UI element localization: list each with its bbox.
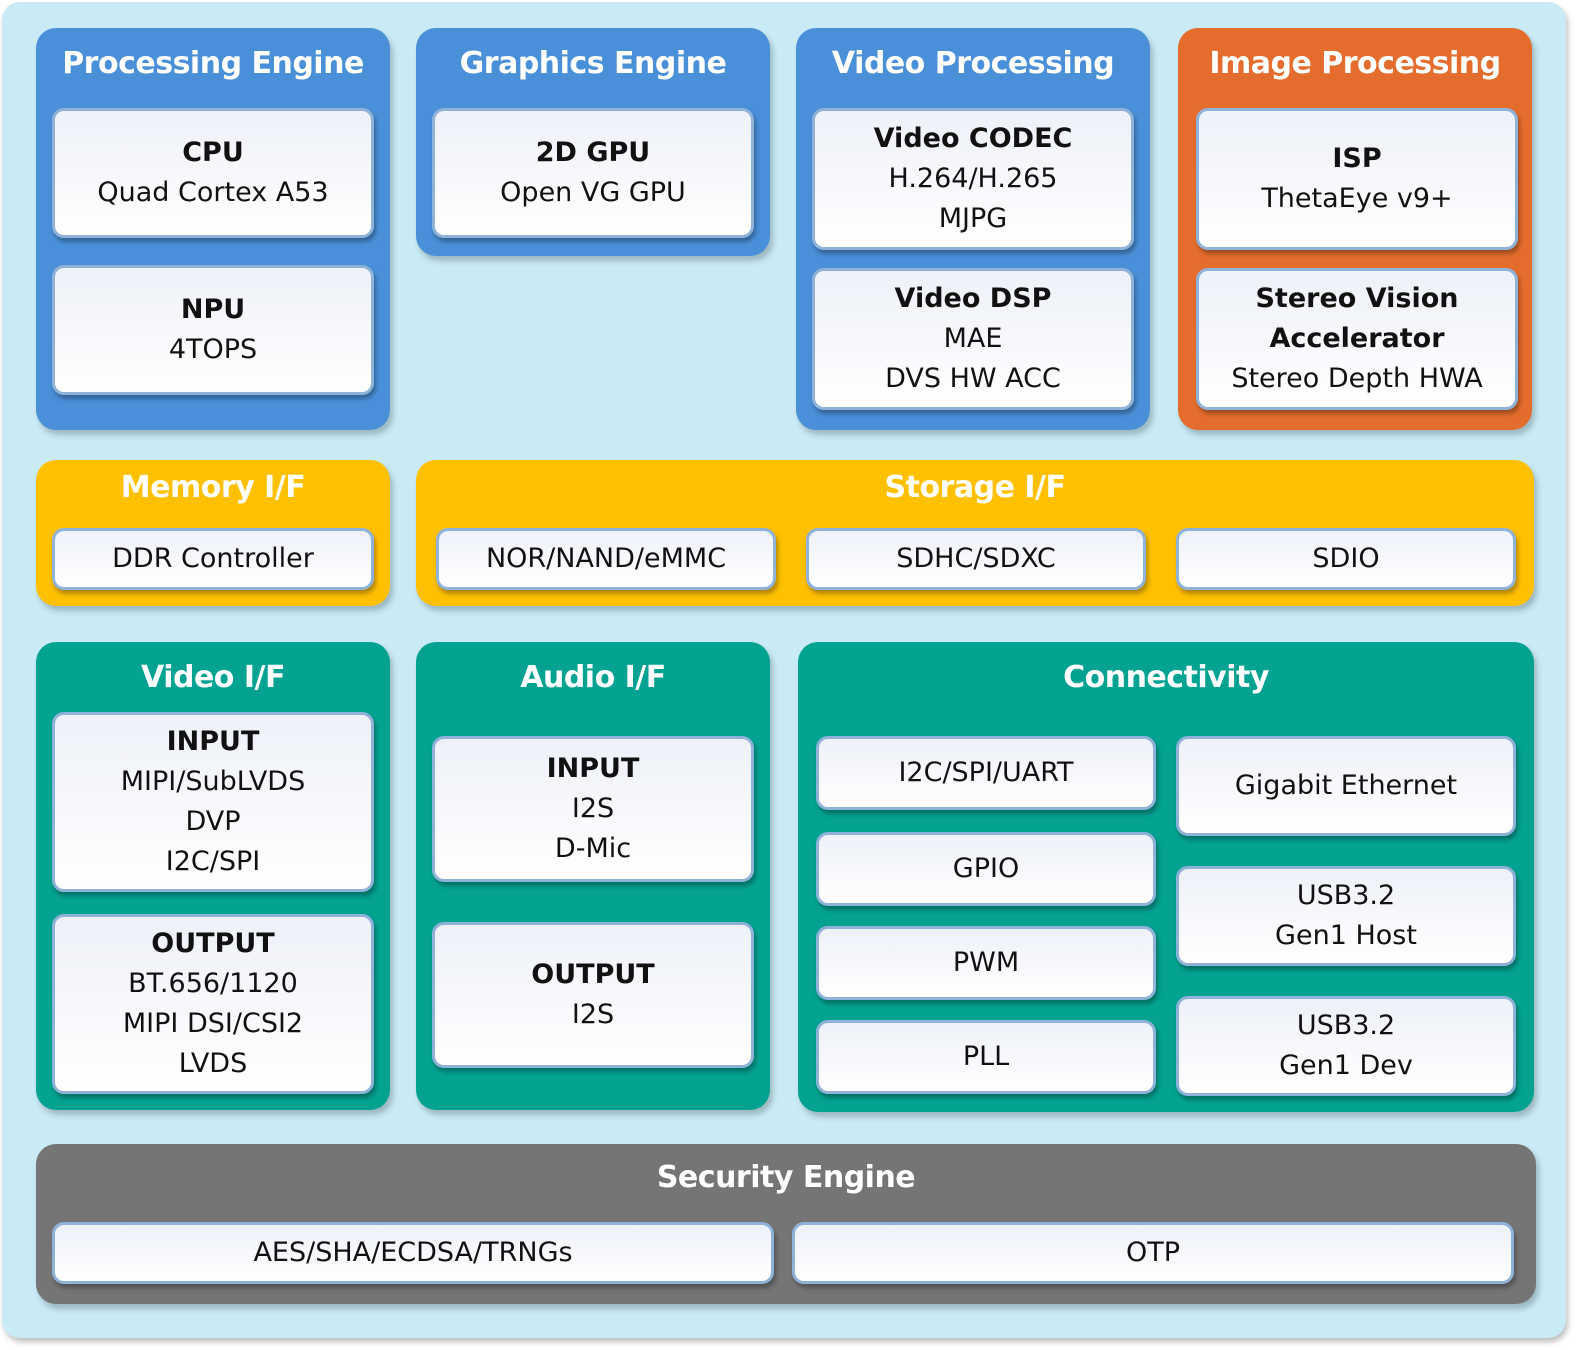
video-output-block: OUTPUT BT.656/1120 MIPI DSI/CSI2 LVDS: [52, 914, 374, 1094]
block-detail: MIPI/SubLVDS: [120, 766, 306, 797]
video-processing-group: Video Processing Video CODEC H.264/H.265…: [796, 28, 1150, 430]
audio-input-block: INPUT I2S D-Mic: [432, 736, 754, 882]
block-detail: D-Mic: [554, 833, 632, 864]
stereo-vision-block: Stereo Vision Accelerator Stereo Depth H…: [1196, 268, 1518, 410]
block-label: Gen1 Host: [1275, 920, 1417, 951]
group-title: Video I/F: [141, 660, 285, 695]
processing-engine-group: Processing Engine CPU Quad Cortex A53 NP…: [36, 28, 390, 430]
block-name: Video DSP: [894, 283, 1052, 314]
block-label: Gigabit Ethernet: [1234, 770, 1458, 801]
memory-if-group: Memory I/F DDR Controller: [36, 460, 390, 606]
block-detail: MAE: [943, 323, 1003, 354]
block-detail: LVDS: [178, 1048, 248, 1079]
video-input-block: INPUT MIPI/SubLVDS DVP I2C/SPI: [52, 712, 374, 892]
image-processing-group: Image Processing ISP ThetaEye v9+ Stereo…: [1178, 28, 1532, 430]
block-detail: BT.656/1120: [128, 968, 298, 999]
group-title: Storage I/F: [884, 470, 1066, 505]
pll-block: PLL: [816, 1020, 1156, 1094]
block-label: AES/SHA/ECDSA/TRNGs: [253, 1237, 573, 1268]
graphics-engine-group: Graphics Engine 2D GPU Open VG GPU: [416, 28, 770, 256]
block-name: Accelerator: [1269, 323, 1445, 354]
block-name: INPUT: [166, 726, 260, 757]
sdio-block: SDIO: [1176, 528, 1516, 590]
crypto-block: AES/SHA/ECDSA/TRNGs: [52, 1222, 774, 1284]
video-codec-block: Video CODEC H.264/H.265 MJPG: [812, 108, 1134, 250]
block-name: NPU: [180, 294, 246, 325]
block-detail: Stereo Depth HWA: [1231, 363, 1483, 394]
security-engine-group: Security Engine AES/SHA/ECDSA/TRNGs OTP: [36, 1144, 1536, 1304]
nor-nand-emmc-block: NOR/NAND/eMMC: [436, 528, 776, 590]
storage-if-group: Storage I/F NOR/NAND/eMMC SDHC/SDXC SDIO: [416, 460, 1534, 606]
group-title: Video Processing: [831, 46, 1115, 81]
i2c-spi-uart-block: I2C/SPI/UART: [816, 736, 1156, 810]
cpu-block: CPU Quad Cortex A53: [52, 108, 374, 238]
usb-host-block: USB3.2 Gen1 Host: [1176, 866, 1516, 966]
block-detail: 4TOPS: [168, 334, 258, 365]
block-label: SDIO: [1312, 543, 1380, 574]
block-name: Stereo Vision: [1255, 283, 1459, 314]
block-detail: H.264/H.265: [888, 163, 1058, 194]
group-title: Memory I/F: [120, 470, 306, 505]
usb-dev-block: USB3.2 Gen1 Dev: [1176, 996, 1516, 1096]
otp-block: OTP: [792, 1222, 1514, 1284]
block-label: PWM: [952, 947, 1020, 978]
group-title: Security Engine: [656, 1160, 916, 1195]
block-label: NOR/NAND/eMMC: [485, 543, 727, 574]
group-title: Audio I/F: [520, 660, 666, 695]
sdhc-sdxc-block: SDHC/SDXC: [806, 528, 1146, 590]
block-label: PLL: [962, 1041, 1010, 1072]
block-name: 2D GPU: [535, 137, 651, 168]
ddr-controller-block: DDR Controller: [52, 528, 374, 590]
block-label: GPIO: [952, 853, 1020, 884]
block-detail: I2S: [571, 999, 615, 1030]
group-title: Image Processing: [1209, 46, 1501, 81]
block-detail: DVP: [185, 806, 241, 837]
block-detail: I2S: [571, 793, 615, 824]
pwm-block: PWM: [816, 926, 1156, 1000]
isp-block: ISP ThetaEye v9+: [1196, 108, 1518, 250]
connectivity-group: Connectivity I2C/SPI/UART GPIO PWM PLL G…: [798, 642, 1534, 1112]
gpio-block: GPIO: [816, 832, 1156, 906]
audio-output-block: OUTPUT I2S: [432, 922, 754, 1068]
gpu-block: 2D GPU Open VG GPU: [432, 108, 754, 238]
block-label: SDHC/SDXC: [896, 543, 1056, 574]
block-name: INPUT: [546, 753, 640, 784]
group-title: Connectivity: [1063, 660, 1269, 695]
block-label: DDR Controller: [112, 543, 314, 574]
group-title: Graphics Engine: [459, 46, 727, 81]
block-detail: Quad Cortex A53: [97, 177, 329, 208]
gigabit-ethernet-block: Gigabit Ethernet: [1176, 736, 1516, 836]
block-name: ISP: [1332, 143, 1382, 174]
block-label: Gen1 Dev: [1279, 1050, 1413, 1081]
block-detail: Open VG GPU: [500, 177, 686, 208]
block-detail: MIPI DSI/CSI2: [122, 1008, 304, 1039]
audio-if-group: Audio I/F INPUT I2S D-Mic OUTPUT I2S: [416, 642, 770, 1110]
npu-block: NPU 4TOPS: [52, 265, 374, 395]
block-name: CPU: [182, 137, 244, 168]
video-if-group: Video I/F INPUT MIPI/SubLVDS DVP I2C/SPI…: [36, 642, 390, 1110]
block-label: I2C/SPI/UART: [898, 757, 1074, 788]
block-detail: DVS HW ACC: [885, 363, 1061, 394]
video-dsp-block: Video DSP MAE DVS HW ACC: [812, 268, 1134, 410]
block-name: OUTPUT: [151, 928, 275, 959]
block-label: USB3.2: [1296, 880, 1396, 911]
block-name: OUTPUT: [531, 959, 655, 990]
block-label: USB3.2: [1296, 1010, 1396, 1041]
block-detail: ThetaEye v9+: [1261, 183, 1453, 214]
block-detail: I2C/SPI: [165, 846, 261, 877]
block-label: OTP: [1125, 1237, 1181, 1268]
block-name: Video CODEC: [873, 123, 1073, 154]
block-detail: MJPG: [938, 203, 1008, 234]
group-title: Processing Engine: [62, 46, 364, 81]
